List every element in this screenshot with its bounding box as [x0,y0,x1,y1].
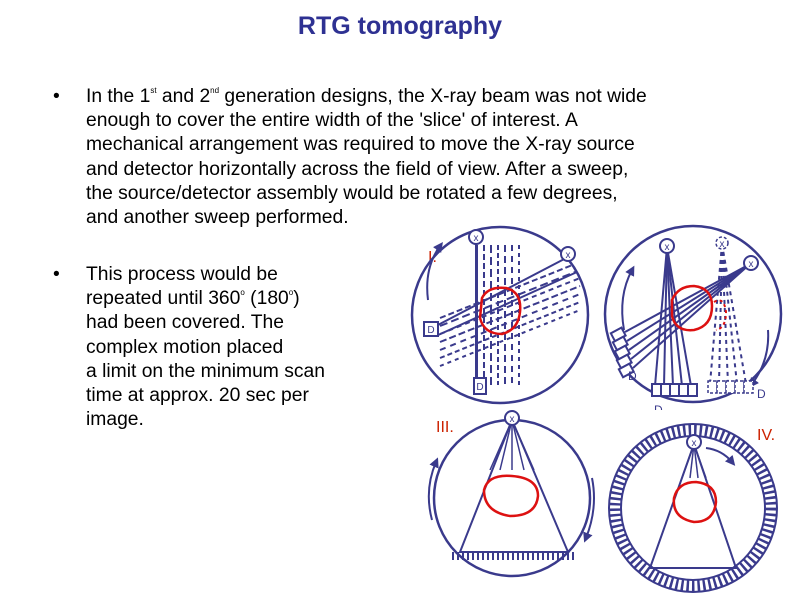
superscript: nd [210,86,220,95]
detector-mark: D [628,369,637,383]
xray-source-icon [560,246,576,262]
bullet-line: enough to cover the entire width of the … [86,110,578,132]
bullet-line: a limit on the minimum scan [86,360,325,382]
bullet-line: mechanical arrangement was required to m… [86,134,635,156]
bullet-line: This process would be [86,264,278,285]
text-run: and 2 [156,86,211,107]
source-mark: x [474,233,479,244]
scanned-object [478,286,522,336]
panel-first-generation: I. x x D [410,222,597,407]
gantry-circle [603,224,783,404]
bullet-text: In the 1st and 2nd generation designs, t… [86,85,776,230]
superscript: st [150,86,157,95]
text-run: ) [293,288,300,310]
slide-title: RTG tomography [297,12,503,40]
label-panel-4: IV. [757,427,775,444]
source-mark: x [720,239,725,250]
rotation-arrow [583,477,595,543]
xray-source-icon [686,434,702,450]
source-mark: x [692,438,697,449]
xray-source-icon [659,238,675,254]
beam-line [435,255,571,327]
text-run: (180 [244,288,289,310]
source-mark: x [566,250,571,261]
fan-beam-oblique [624,263,751,369]
rotation-arrow [426,241,443,301]
bullet-line: time at approx. 20 sec per [86,385,309,407]
bullet-line: complex motion placed [86,336,284,358]
rotation-arrow [427,457,439,521]
source-mark: x [510,414,515,425]
rotation-arrow [621,265,635,331]
panel-third-generation: III. x [412,410,602,595]
xray-source-icon [504,410,520,426]
detector-array-dashed [707,380,754,394]
xray-source-icon [468,229,484,245]
beam-line [435,271,578,337]
superscript: o [240,288,245,298]
xray-source-icon [743,255,759,271]
bullet-line: had been covered. The [86,312,284,334]
bullet-line: and detector horizontally across the fie… [86,158,629,180]
panel-fourth-generation: IV. x [603,410,793,598]
source-mark: x [665,242,670,253]
text-run: repeated until 360 [86,288,241,310]
superscript: o [288,288,294,298]
gantry-circle [410,225,590,405]
bullet-line: repeated until 360o (180o) [86,287,386,311]
bullet-line: image. [86,409,144,431]
rotation-arrow [749,329,770,389]
detector-ring [609,424,777,592]
text-run: In the 1 [86,86,151,107]
detector-ring-outer [608,423,778,593]
scanned-object [672,480,718,524]
bullet-marker: • [53,264,60,285]
detector-icon [423,321,439,337]
bullet-line: the source/detector assembly would be ro… [86,182,618,204]
detector-array-left [609,326,635,379]
detector-mark: D [427,325,434,336]
bullet-line: In the 1st and 2nd generation designs, t… [86,85,776,109]
detector-icon [473,377,487,395]
detector-mark: D [757,387,766,401]
panel-second-generation: x x x D D D [600,222,790,417]
bullet-marker: • [53,86,60,107]
rotation-arrow [705,447,736,466]
bullet-text: This process would be repeated until 360… [86,263,386,432]
fan-rays [489,419,535,471]
scanned-object [670,284,714,332]
scanned-object [482,474,540,518]
label-panel-3: III. [436,419,454,436]
source-mark: x [749,259,754,270]
text-run: generation designs, the X-ray beam was n… [219,86,647,107]
xray-source-icon [715,236,729,250]
detector-mark: D [476,382,483,393]
bullet-line: and another sweep performed. [86,207,349,229]
scanned-object-ghost [713,299,728,331]
detector-array-bottom [651,383,698,397]
